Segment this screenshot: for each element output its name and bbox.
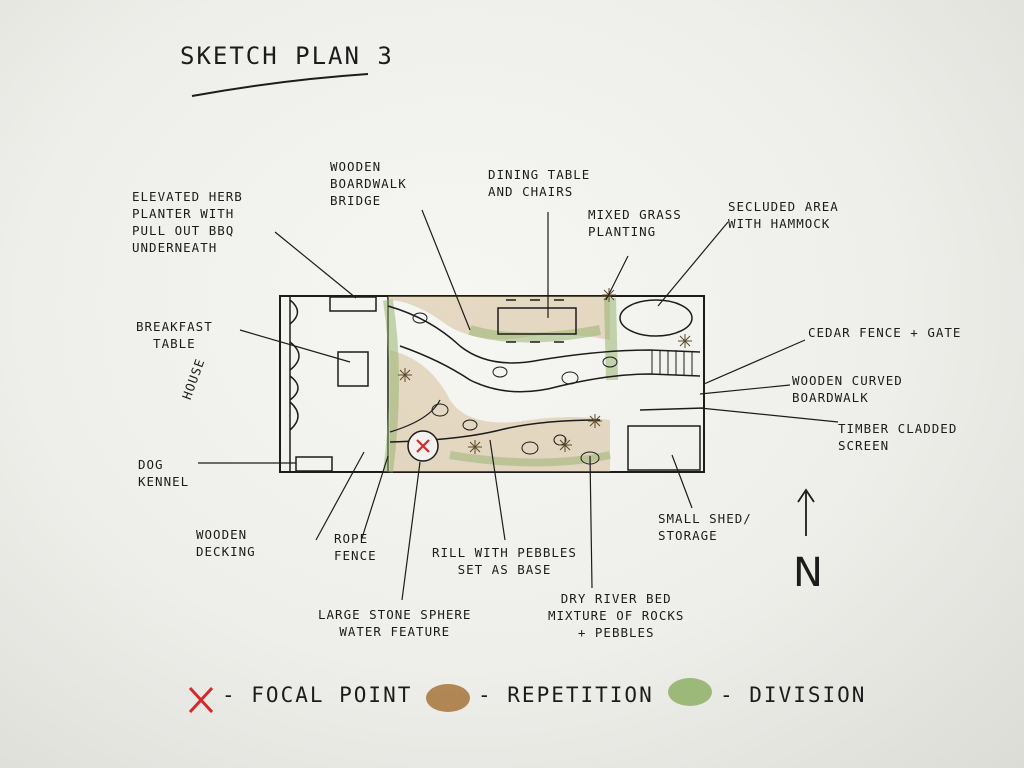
focal-x-mark — [416, 439, 430, 453]
division-planting-left — [383, 299, 399, 473]
label-rope-fence: Rope fence — [334, 531, 377, 563]
label-dry-river-bed: Dry river bed mixture of rocks + pebbles — [548, 591, 685, 640]
lower-planting-bed — [390, 350, 610, 472]
label-cedar-fence: Cedar fence + gate — [808, 325, 962, 340]
dining-table — [497, 307, 577, 335]
label-rill: Rill with pebbles set as base — [432, 545, 577, 577]
label-dog-kennel: Dog kennel — [138, 457, 190, 489]
page-title: Sketch Plan 3 — [180, 42, 394, 70]
label-breakfast-table: Breakfast table — [136, 319, 213, 351]
division-planting-mid — [468, 325, 601, 343]
north-label: N — [793, 550, 823, 596]
north-arrow — [797, 488, 815, 536]
legend-focal-point: - Focal Point — [222, 683, 413, 707]
dining-chairs — [506, 299, 564, 343]
upper-planting-bed — [388, 296, 610, 340]
timber-screen — [639, 407, 705, 411]
label-stone-sphere: Large stone sphere water feature — [318, 607, 472, 639]
label-elevated-herb-planter: Elevated herb planter with pull out BBQ … — [132, 189, 243, 255]
label-timber-screen: Timber cladded screen — [838, 421, 958, 453]
title-underline — [191, 73, 369, 97]
boardwalk-bridge-hatch — [651, 350, 693, 376]
division-planting-right — [604, 297, 618, 381]
dog-kennel — [295, 456, 333, 472]
division-planting-bottom — [449, 451, 611, 467]
label-mixed-grass: Mixed grass planting — [588, 207, 682, 239]
legend-focal-swatch — [188, 686, 214, 714]
legend-division: - Division — [720, 683, 867, 707]
boardwalk-edge-top — [387, 305, 701, 364]
legend-repetition-swatch — [426, 684, 470, 712]
boardwalk-edge-bottom — [399, 345, 701, 393]
label-curved-boardwalk: Wooden curved boardwalk — [792, 373, 903, 405]
label-wooden-decking: Wooden decking — [196, 527, 256, 559]
leader-lines — [198, 209, 839, 601]
legend-repetition: - Repetition — [478, 683, 654, 707]
rill-branch — [389, 399, 441, 433]
hammock-area — [619, 299, 693, 337]
small-shed — [627, 425, 701, 471]
label-boardwalk-bridge: Wooden boardwalk bridge — [330, 159, 407, 208]
legend-division-swatch — [668, 678, 712, 706]
label-small-shed: Small shed/ storage — [658, 511, 752, 543]
breakfast-table — [337, 351, 369, 387]
herb-planter — [329, 296, 377, 312]
label-secluded-area: Secluded area with hammock — [728, 199, 839, 231]
label-dining-table: Dining table and chairs — [488, 167, 591, 199]
house-wall-windows — [289, 296, 300, 472]
